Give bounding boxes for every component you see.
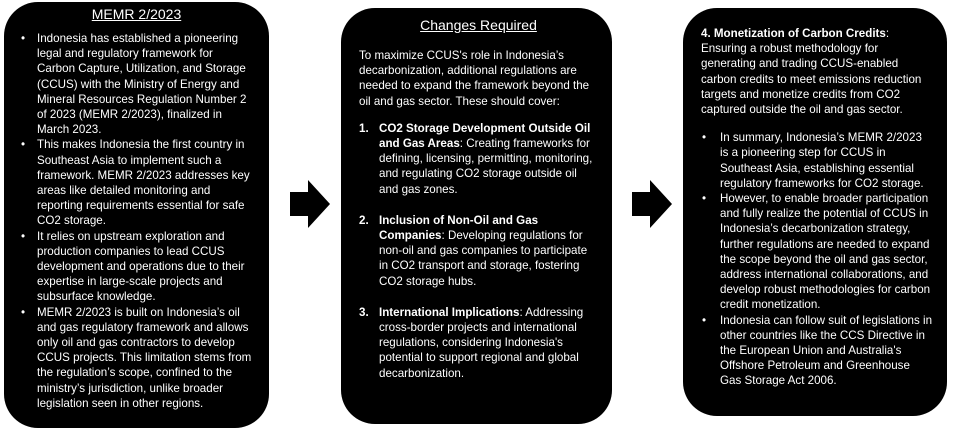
list-item: This makes Indonesia the first country i…	[20, 137, 253, 228]
item-text: : Creating frameworks for defining, lice…	[379, 137, 593, 196]
bullet-list: Indonesia has established a pioneering l…	[20, 31, 253, 411]
list-item: MEMR 2/2023 is built on Indonesia’s oil …	[20, 305, 253, 411]
item-number: 1.	[359, 121, 369, 135]
panel-title: MEMR 2/2023	[91, 6, 182, 22]
item-text: : Developing regulations for non-oil and…	[379, 229, 588, 288]
numbered-list: 1. CO2 Storage Development Outside Oil a…	[359, 121, 598, 381]
item-heading: 4. Monetization of Carbon Credits	[701, 27, 886, 40]
intro-text: To maximize CCUS's role in Indonesia’s d…	[359, 49, 590, 108]
list-item: 2. Inclusion of Non-Oil and Gas Companie…	[359, 213, 598, 289]
item-heading: CO2 Storage Development Outside Oil and …	[379, 121, 591, 151]
list-item: Indonesia has established a pioneering l…	[20, 31, 253, 137]
panel-memr-2-2023: MEMR 2/2023 Indonesia has established a …	[4, 2, 269, 428]
arrow-right-icon	[290, 180, 330, 228]
item-text: : Ensuring a robust methodology for gene…	[701, 27, 922, 117]
item-text: : Addressing cross-border projects and i…	[379, 305, 584, 380]
item-number: 3.	[359, 305, 369, 319]
panel-changes-required: Changes Required To maximize CCUS's role…	[341, 8, 612, 424]
item-heading: Inclusion of Non-Oil and Gas Companies	[379, 213, 539, 243]
summary-bullet-list: In summary, Indonesia’s MEMR 2/2023 is a…	[701, 130, 933, 388]
list-item: Indonesia can follow suit of legislation…	[701, 313, 933, 389]
list-item: However, to enable broader participation…	[701, 191, 933, 313]
list-item: It relies on upstream exploration and pr…	[20, 229, 253, 305]
list-item: 3. International Implications: Addressin…	[359, 305, 598, 381]
list-item: In summary, Indonesia’s MEMR 2/2023 is a…	[701, 130, 933, 191]
list-item: 1. CO2 Storage Development Outside Oil a…	[359, 121, 598, 197]
panel-monetization-summary: 4. Monetization of Carbon Credits: Ensur…	[683, 8, 947, 416]
item-number: 2.	[359, 213, 369, 227]
item-heading: International Implications	[379, 305, 520, 319]
monetization-item: 4. Monetization of Carbon Credits: Ensur…	[701, 26, 933, 117]
panel-title: Changes Required	[420, 17, 537, 33]
arrow-right-icon	[632, 180, 672, 228]
